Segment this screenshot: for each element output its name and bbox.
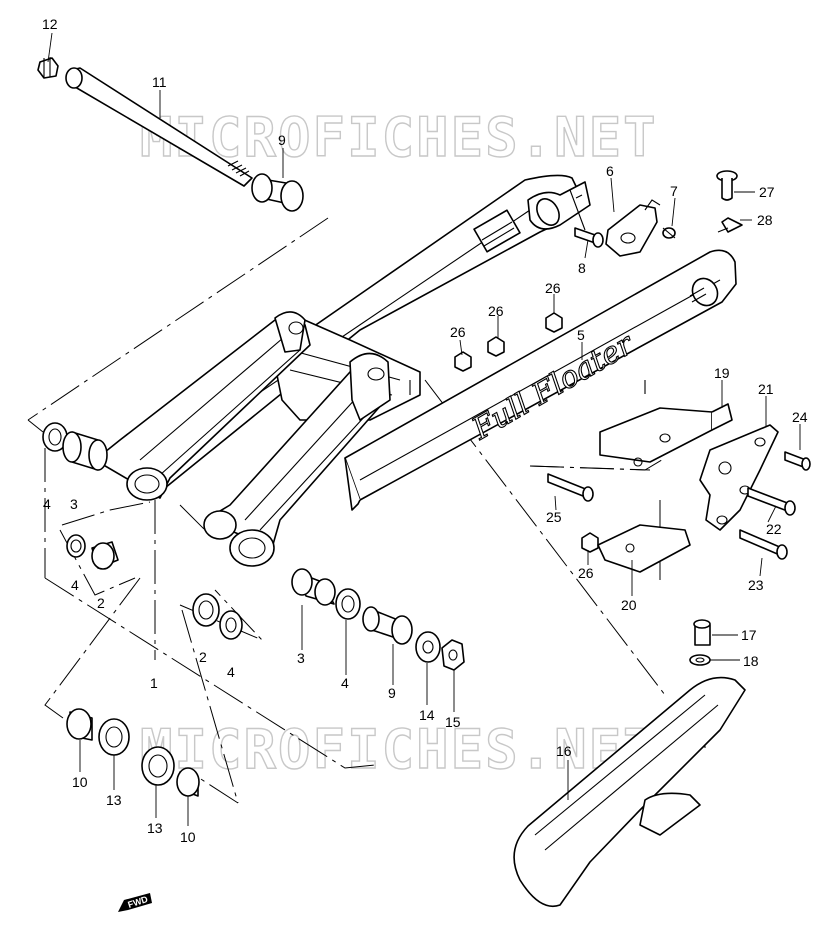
bolt-24: [784, 451, 811, 471]
callout-11: 11: [152, 74, 167, 90]
callout-7: 7: [670, 183, 678, 199]
callout-26-a: 26: [545, 280, 561, 296]
fwd-arrow: FWD: [118, 893, 152, 912]
fwd-label: FWD: [127, 894, 150, 910]
callout-22: 22: [766, 521, 782, 537]
bolt-23: [739, 529, 788, 560]
callout-17: 17: [741, 627, 757, 643]
guide-washer: [689, 654, 711, 666]
callout-9-bottom: 9: [388, 685, 396, 701]
callout-4-d: 4: [341, 675, 349, 691]
callout-5: 5: [577, 327, 585, 343]
callout-15: 15: [445, 714, 461, 730]
pivot-shaft: [65, 67, 253, 187]
chain-adjuster-plate: [605, 199, 661, 257]
callout-27: 27: [759, 184, 775, 200]
nut-group: [454, 312, 599, 553]
bolt-22: [747, 487, 796, 516]
chain-guide: [513, 676, 746, 907]
swingarm: Full Floater: [94, 174, 737, 567]
callout-3-a: 3: [70, 496, 78, 512]
callout-19: 19: [714, 365, 730, 381]
bracket-21: [699, 424, 779, 531]
callout-26-d: 26: [578, 565, 594, 581]
leader-lines: [47, 32, 801, 826]
callout-4-a: 4: [43, 496, 51, 512]
clevis-pin: [716, 170, 738, 201]
callout-18: 18: [743, 653, 759, 669]
callout-4-b: 4: [71, 577, 79, 593]
guide-bolt: [693, 619, 711, 646]
callout-25: 25: [546, 509, 562, 525]
callout-10-b: 10: [180, 829, 196, 845]
callout-16: 16: [556, 743, 572, 759]
adjuster-bolt: [574, 227, 604, 248]
bracket-20: [597, 524, 691, 573]
bearings-and-spacers: [42, 173, 465, 797]
callout-8: 8: [578, 260, 586, 276]
assembly-boundary-lines: [27, 217, 706, 804]
callout-10-a: 10: [72, 774, 88, 790]
callout-23: 23: [748, 577, 764, 593]
callout-24: 24: [792, 409, 808, 425]
bolt-25: [547, 473, 594, 502]
callout-13-b: 13: [147, 820, 163, 836]
callout-14: 14: [419, 707, 435, 723]
callout-9-top: 9: [278, 132, 286, 148]
callout-1: 1: [150, 675, 158, 691]
callout-13-a: 13: [106, 792, 122, 808]
callout-labels: 12 11 9 6 7 8 27 28 26 26 26 5 19 21 24 …: [42, 16, 808, 845]
adjuster-screw: [662, 227, 676, 239]
callout-12: 12: [42, 16, 58, 32]
callout-3-b: 3: [297, 650, 305, 666]
bracket-19: [599, 380, 733, 467]
callout-4-c: 4: [227, 664, 235, 680]
callout-26-c: 26: [450, 324, 466, 340]
shaft-nut: [37, 57, 59, 79]
callout-2-b: 2: [199, 649, 207, 665]
callout-20: 20: [621, 597, 637, 613]
callout-21: 21: [758, 381, 774, 397]
callout-6: 6: [606, 163, 614, 179]
watermark-top: MICROFICHES.NET: [140, 106, 658, 169]
callout-28: 28: [757, 212, 773, 228]
callout-2-a: 2: [97, 595, 105, 611]
callout-26-b: 26: [488, 303, 504, 319]
cotter-pin: [717, 217, 743, 233]
watermark-bottom: MICROFICHES.NET: [140, 718, 658, 781]
